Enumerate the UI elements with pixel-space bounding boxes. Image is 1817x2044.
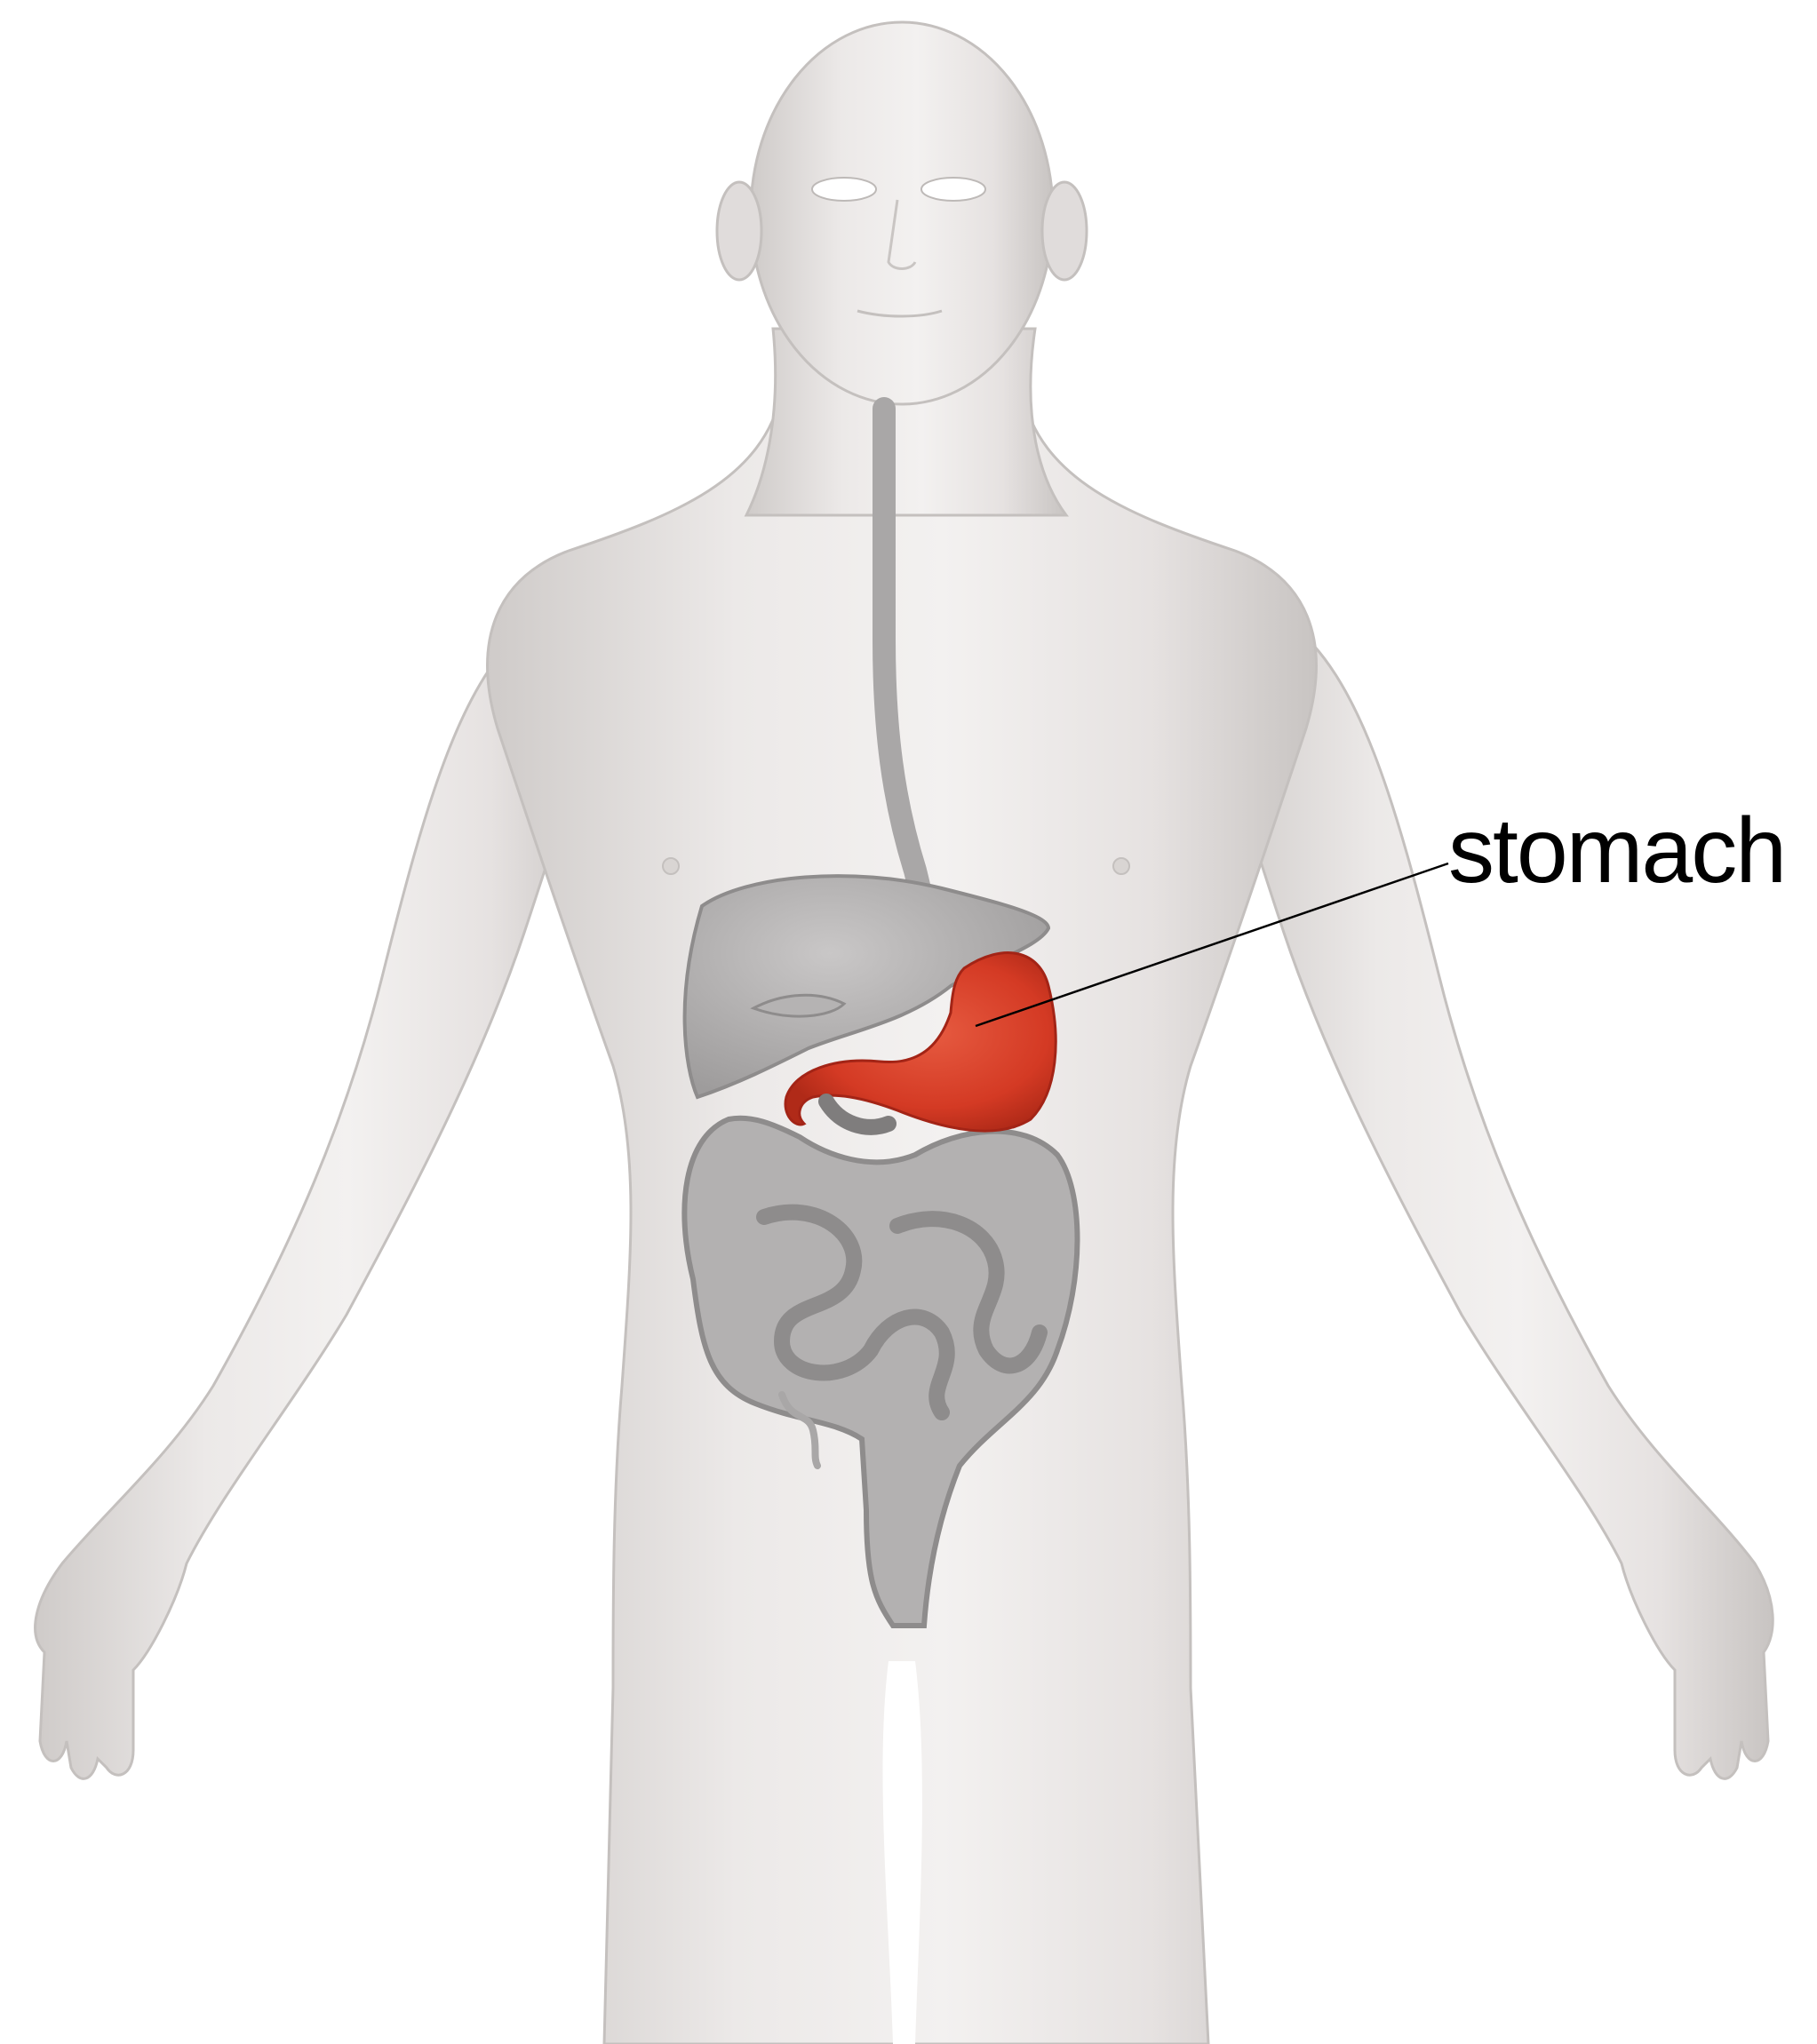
head — [751, 22, 1053, 404]
stomach-label: stomach — [1448, 799, 1785, 903]
right-ear — [717, 182, 761, 280]
left-eye — [921, 178, 985, 201]
right-nipple — [663, 858, 679, 874]
right-eye — [812, 178, 876, 201]
left-arm — [1208, 622, 1773, 1778]
left-nipple — [1113, 858, 1129, 874]
human-body — [36, 22, 1773, 2044]
left-ear — [1042, 182, 1087, 280]
